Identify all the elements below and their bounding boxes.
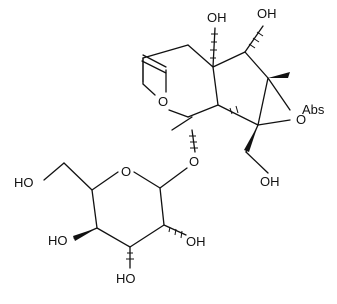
bond-c4-c3-double-a	[141, 60, 167, 74]
bond-c	[168, 109, 189, 118]
hash-s2-oh	[168, 226, 183, 239]
hash-c1-o	[189, 135, 198, 149]
atom-labels: OH OH O O Abs O OH O HO HO OH HO	[14, 6, 325, 286]
label-oh-c2-sugar: OH	[186, 234, 206, 249]
label-o-glycoside: O	[189, 154, 199, 169]
label-oh-c5: OH	[207, 10, 227, 25]
bond-g	[142, 44, 189, 59]
label-ho-c4-sugar: HO	[48, 233, 68, 248]
bond-c1-o	[191, 129, 196, 153]
stereo-marks	[73, 31, 290, 260]
bond-d	[187, 104, 219, 118]
bond-o-c1sugar	[159, 167, 188, 189]
bond-o-s1	[133, 171, 161, 189]
hash-c5-oh	[248, 31, 264, 49]
bond-s2-oh	[163, 224, 187, 236]
label-o-ring-ether: O	[158, 94, 168, 109]
label-oh-c6: OH	[257, 6, 277, 21]
label-ho-c6-sugar: HO	[14, 175, 34, 190]
bond-s3-s4	[96, 227, 131, 248]
bond-s5-c6	[63, 162, 93, 191]
bonds	[43, 25, 291, 269]
label-ho-c3-sugar: HO	[116, 271, 136, 286]
hash-c8a-h	[229, 105, 239, 115]
label-oh-c10: OH	[260, 174, 280, 189]
hash-s3-oh	[126, 252, 134, 260]
bond-e	[212, 66, 219, 106]
wedge-c6-h	[268, 72, 290, 78]
bond-c7-c8a	[217, 104, 259, 126]
bond-c7-epo	[257, 119, 291, 126]
bond-c5-c6	[244, 51, 269, 79]
bond-s2-s3	[129, 224, 165, 248]
label-o-epoxide: O	[296, 112, 306, 127]
bond-s1-s2	[159, 187, 165, 226]
bond-ring-o-c1	[171, 116, 193, 131]
bond-ch2-oh	[245, 151, 269, 174]
label-o-pyranose: O	[121, 164, 131, 179]
bond-s4-s5	[91, 189, 98, 229]
bond-b	[142, 83, 156, 96]
bond-c6-oh	[43, 162, 65, 181]
bond-c4a-c5	[212, 51, 246, 68]
wedge-s4-oh	[73, 228, 97, 241]
hash-c4a-oh	[210, 33, 218, 59]
bond-c6-epo	[267, 77, 291, 111]
bond-f	[187, 44, 214, 68]
wedge-c7	[244, 125, 258, 152]
bond-c6-c7	[257, 77, 269, 126]
label-abs: Abs	[302, 102, 325, 117]
bond-s5-o	[91, 171, 119, 191]
